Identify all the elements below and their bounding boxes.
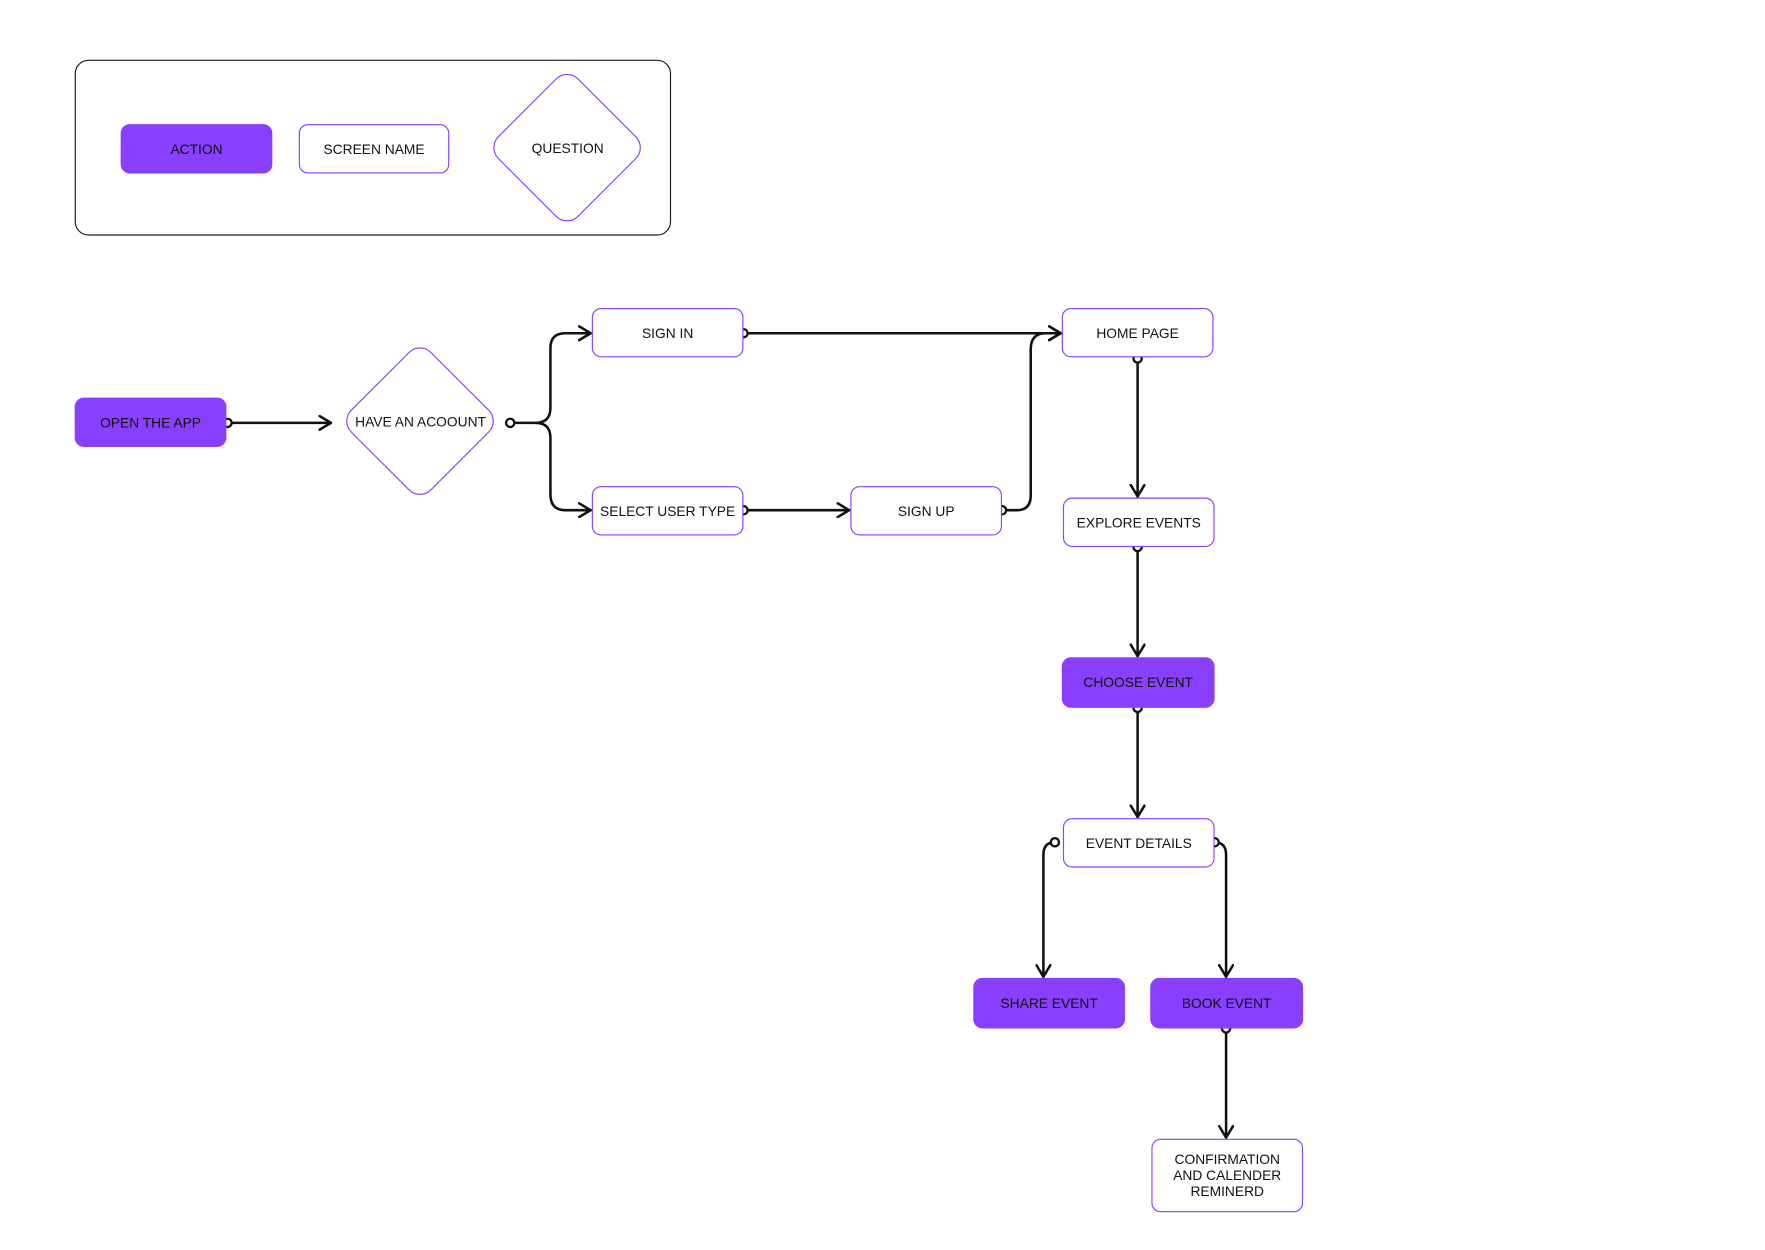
edge-details-to-book (1213, 841, 1226, 978)
edge-question-to-usertype (534, 421, 592, 510)
node-choose-event-label: CHOOSE EVENT (1083, 674, 1193, 691)
legend-question-label: QUESTION (531, 140, 604, 157)
node-have-account: HAVE AN ACOOUNT (339, 340, 501, 502)
node-event-details: EVENT DETAILS (1062, 818, 1215, 868)
node-open-the-app-label: OPEN THE APP (100, 414, 201, 431)
legend-screen-name-label: SCREEN NAME (323, 140, 425, 157)
node-explore-events-label: EXPLORE EVENTS (1076, 514, 1201, 531)
node-sign-up-label: SIGN UP (897, 502, 955, 519)
edge-question-to-signin (508, 333, 592, 425)
node-event-details-label: EVENT DETAILS (1085, 834, 1192, 851)
node-confirmation-label: CONFIRMATION AND CALENDER REMINERD (1173, 1151, 1282, 1200)
edge-details-to-share (1043, 841, 1057, 978)
node-home-page: HOME PAGE (1061, 307, 1214, 358)
node-sign-in: SIGN IN (591, 307, 744, 358)
edge-signup-to-home (1000, 333, 1062, 512)
node-open-the-app: OPEN THE APP (74, 397, 227, 447)
node-have-account-label: HAVE AN ACOOUNT (355, 413, 486, 430)
legend-action-label: ACTION (170, 140, 223, 157)
node-sign-up: SIGN UP (850, 486, 1003, 536)
node-select-user-type: SELECT USER TYPE (591, 486, 744, 536)
port-event-details-left (1049, 837, 1061, 848)
legend-question: QUESTION (486, 67, 648, 229)
node-select-user-type-label: SELECT USER TYPE (600, 502, 736, 519)
node-choose-event: CHOOSE EVENT (1061, 657, 1215, 708)
node-confirmation: CONFIRMATION AND CALENDER REMINERD (1151, 1138, 1304, 1213)
port-have-account (504, 417, 516, 429)
legend (74, 59, 672, 236)
node-share-event: SHARE EVENT (973, 977, 1125, 1029)
node-home-page-label: HOME PAGE (1096, 324, 1179, 341)
node-sign-in-label: SIGN IN (641, 324, 694, 341)
legend-screen-name: SCREEN NAME (298, 124, 450, 174)
node-share-event-label: SHARE EVENT (1000, 995, 1098, 1012)
legend-action: ACTION (120, 124, 273, 174)
node-explore-events: EXPLORE EVENTS (1062, 497, 1215, 547)
node-book-event-label: BOOK EVENT (1181, 995, 1272, 1012)
node-book-event: BOOK EVENT (1150, 977, 1304, 1029)
